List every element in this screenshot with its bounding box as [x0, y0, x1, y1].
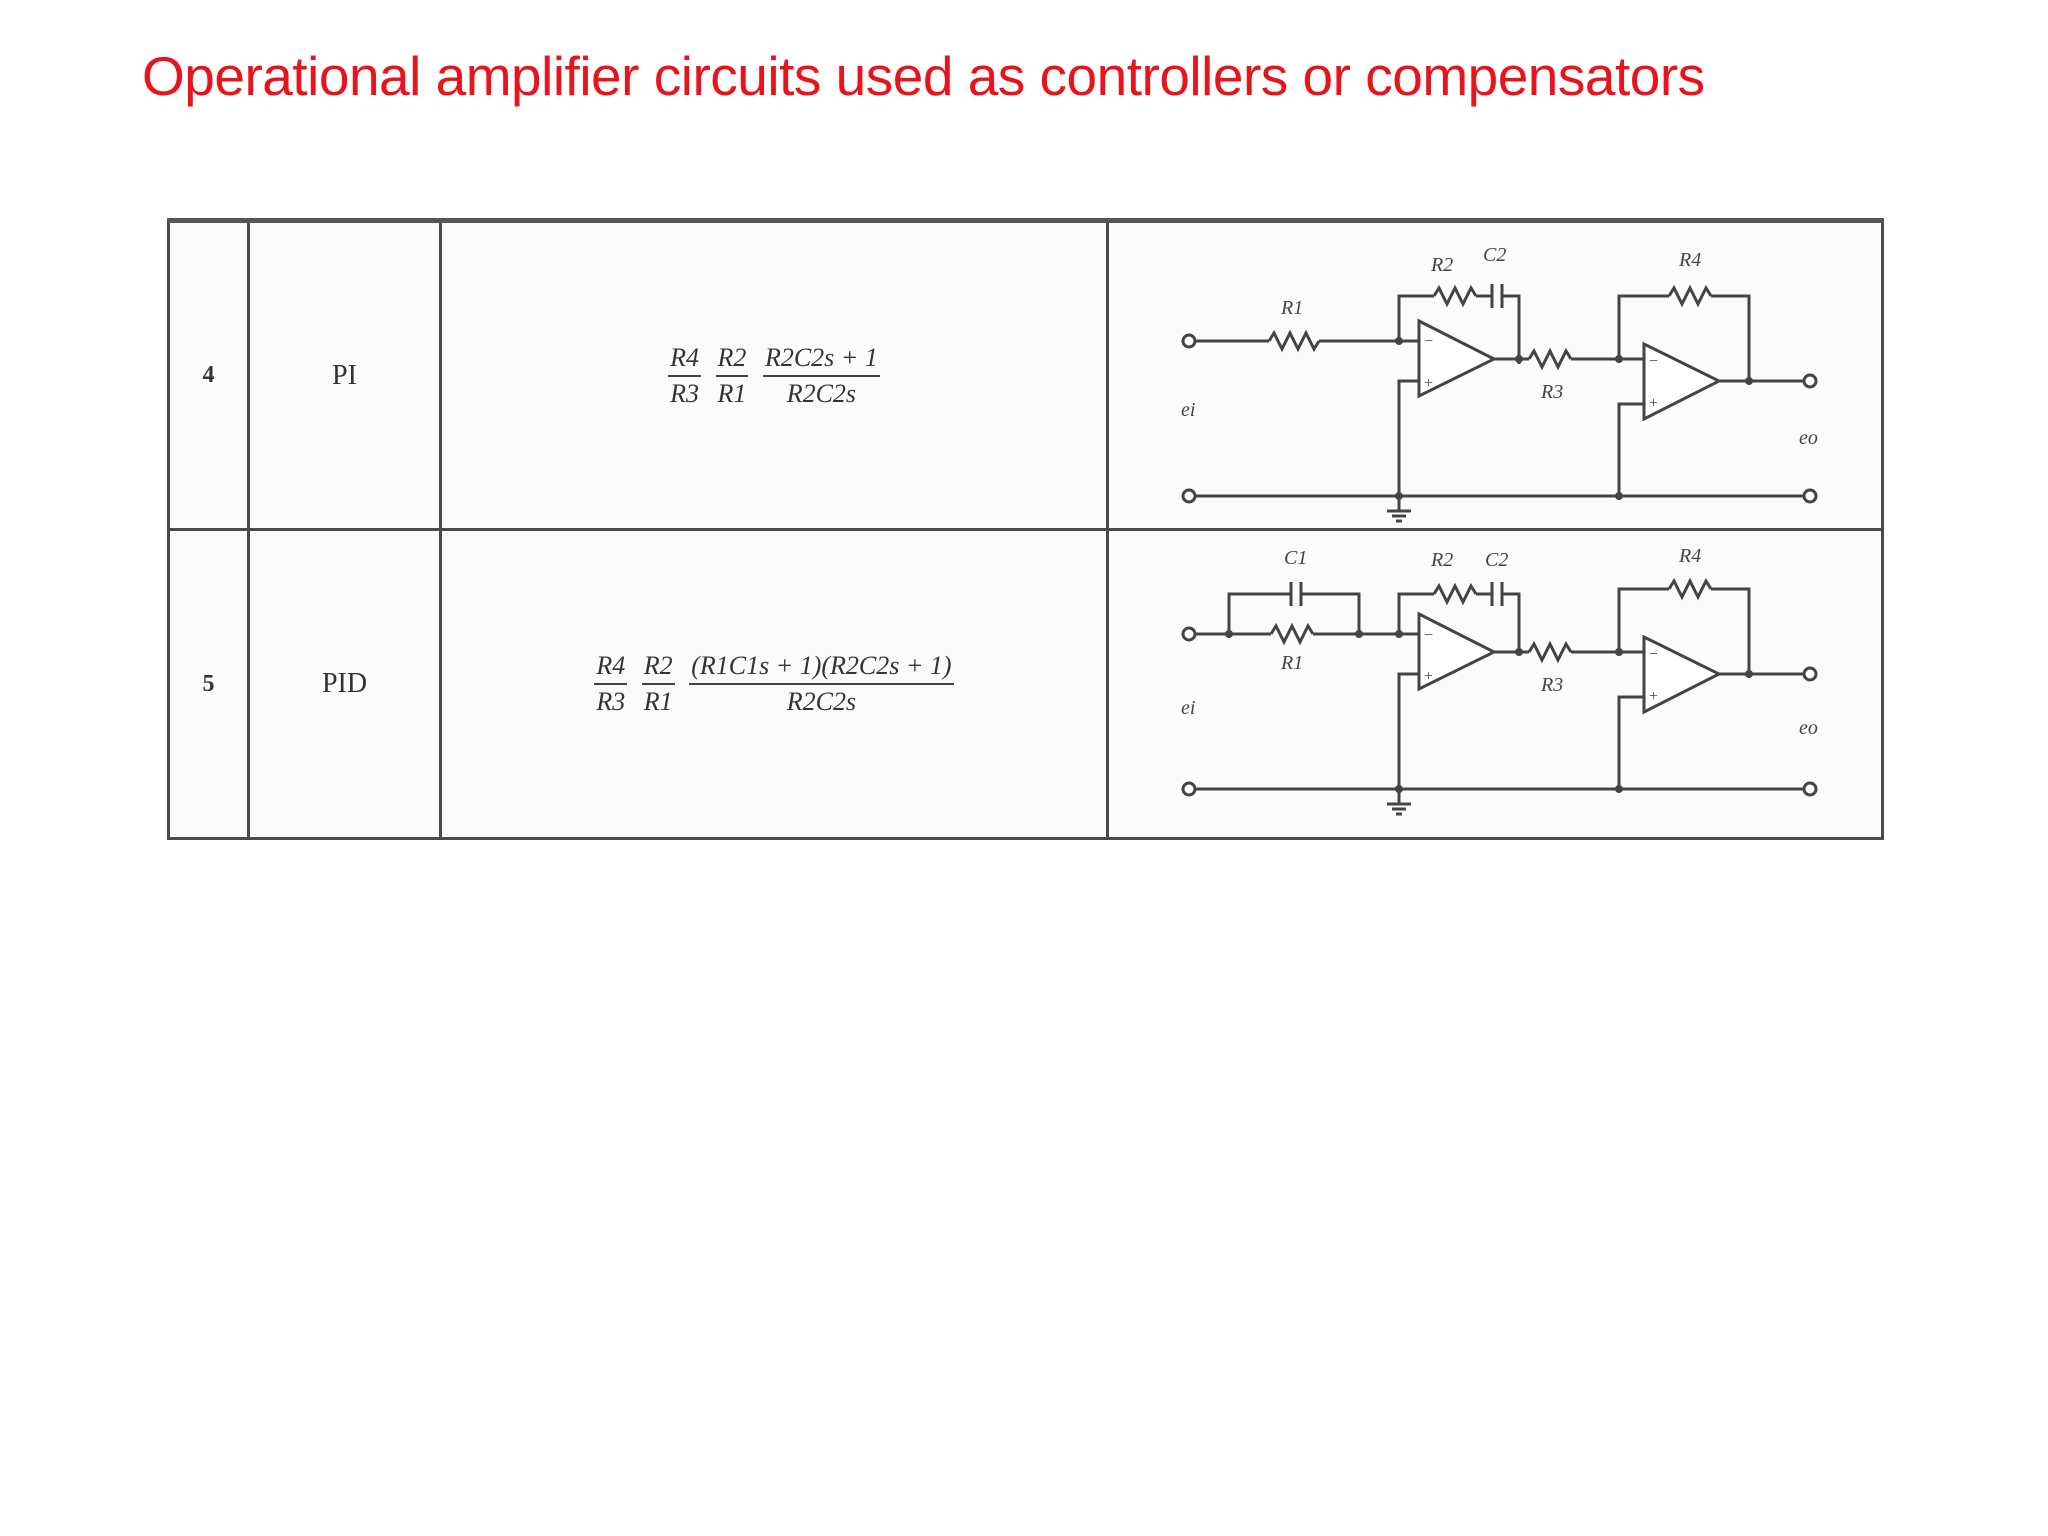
controller-name: PID — [247, 528, 442, 840]
svg-text:R2: R2 — [1430, 254, 1453, 276]
controller-name: PI — [247, 218, 442, 531]
svg-text:R1: R1 — [1280, 297, 1303, 319]
row-number: 5 — [167, 528, 250, 840]
svg-text:C2: C2 — [1483, 244, 1506, 266]
svg-text:ei: ei — [1181, 399, 1195, 421]
svg-text:R3: R3 — [1540, 381, 1563, 403]
svg-text:C2: C2 — [1485, 549, 1508, 571]
svg-text:eo: eo — [1799, 427, 1818, 449]
svg-text:R2: R2 — [1430, 549, 1453, 571]
circuit-cell: ei R1 R2 C2 — [1106, 218, 1884, 531]
svg-text:−: − — [1649, 353, 1658, 370]
svg-text:−: − — [1424, 333, 1433, 350]
svg-text:−: − — [1649, 646, 1658, 663]
svg-text:C1: C1 — [1284, 547, 1307, 569]
slide-title: Operational amplifier circuits used as c… — [142, 45, 1705, 107]
svg-text:+: + — [1424, 668, 1433, 685]
svg-text:R1: R1 — [1280, 652, 1303, 674]
svg-text:ei: ei — [1181, 697, 1195, 719]
pi-circuit-diagram: ei R1 R2 C2 — [1181, 244, 1818, 522]
svg-text:R4: R4 — [1678, 545, 1701, 567]
svg-text:+: + — [1649, 395, 1658, 412]
circuit-cell: ei C1 R1 — [1106, 528, 1884, 840]
svg-text:−: − — [1424, 627, 1433, 644]
svg-text:eo: eo — [1799, 717, 1818, 739]
svg-text:R4: R4 — [1678, 249, 1701, 271]
pid-circuit-diagram: ei C1 R1 — [1181, 545, 1818, 816]
svg-text:R3: R3 — [1540, 674, 1563, 696]
svg-text:+: + — [1649, 688, 1658, 705]
row-number: 4 — [167, 218, 250, 531]
svg-text:+: + — [1424, 375, 1433, 392]
